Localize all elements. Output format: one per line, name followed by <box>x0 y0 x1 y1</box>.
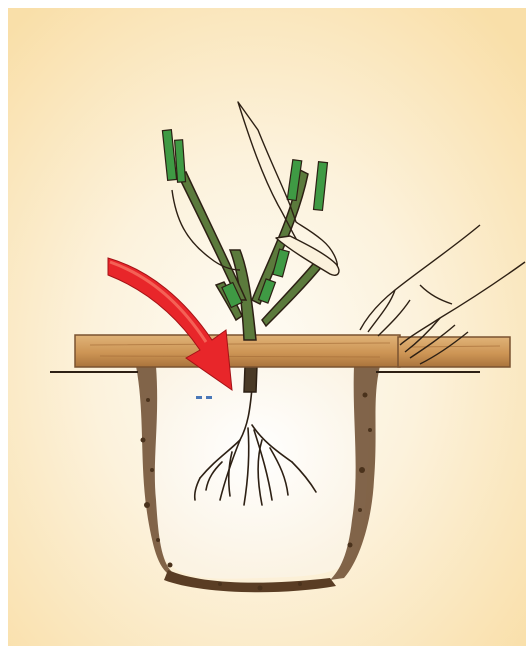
planting-board <box>75 335 510 367</box>
